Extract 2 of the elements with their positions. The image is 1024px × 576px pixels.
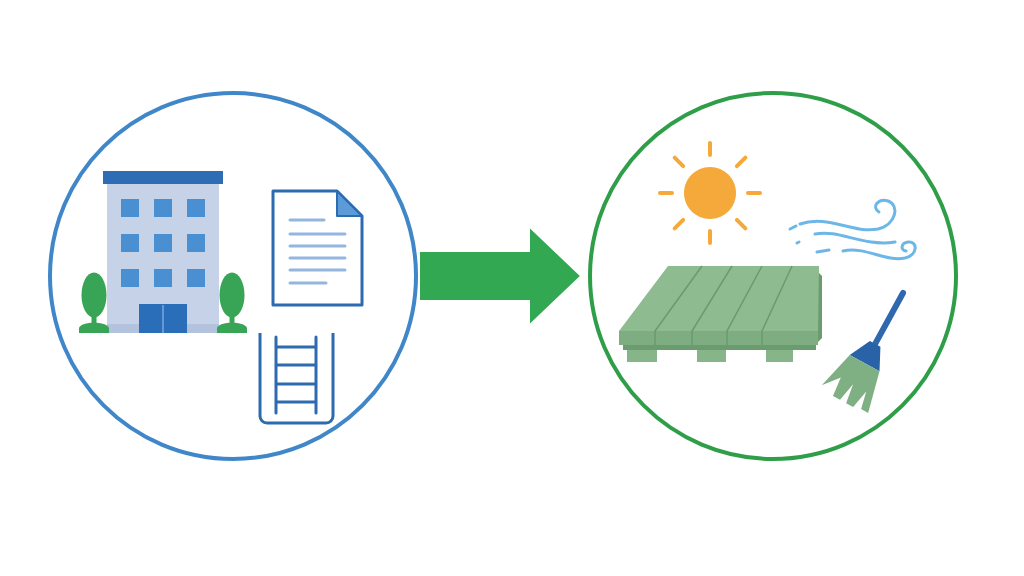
circle-frame (48, 91, 418, 461)
circle-frame (588, 91, 958, 461)
